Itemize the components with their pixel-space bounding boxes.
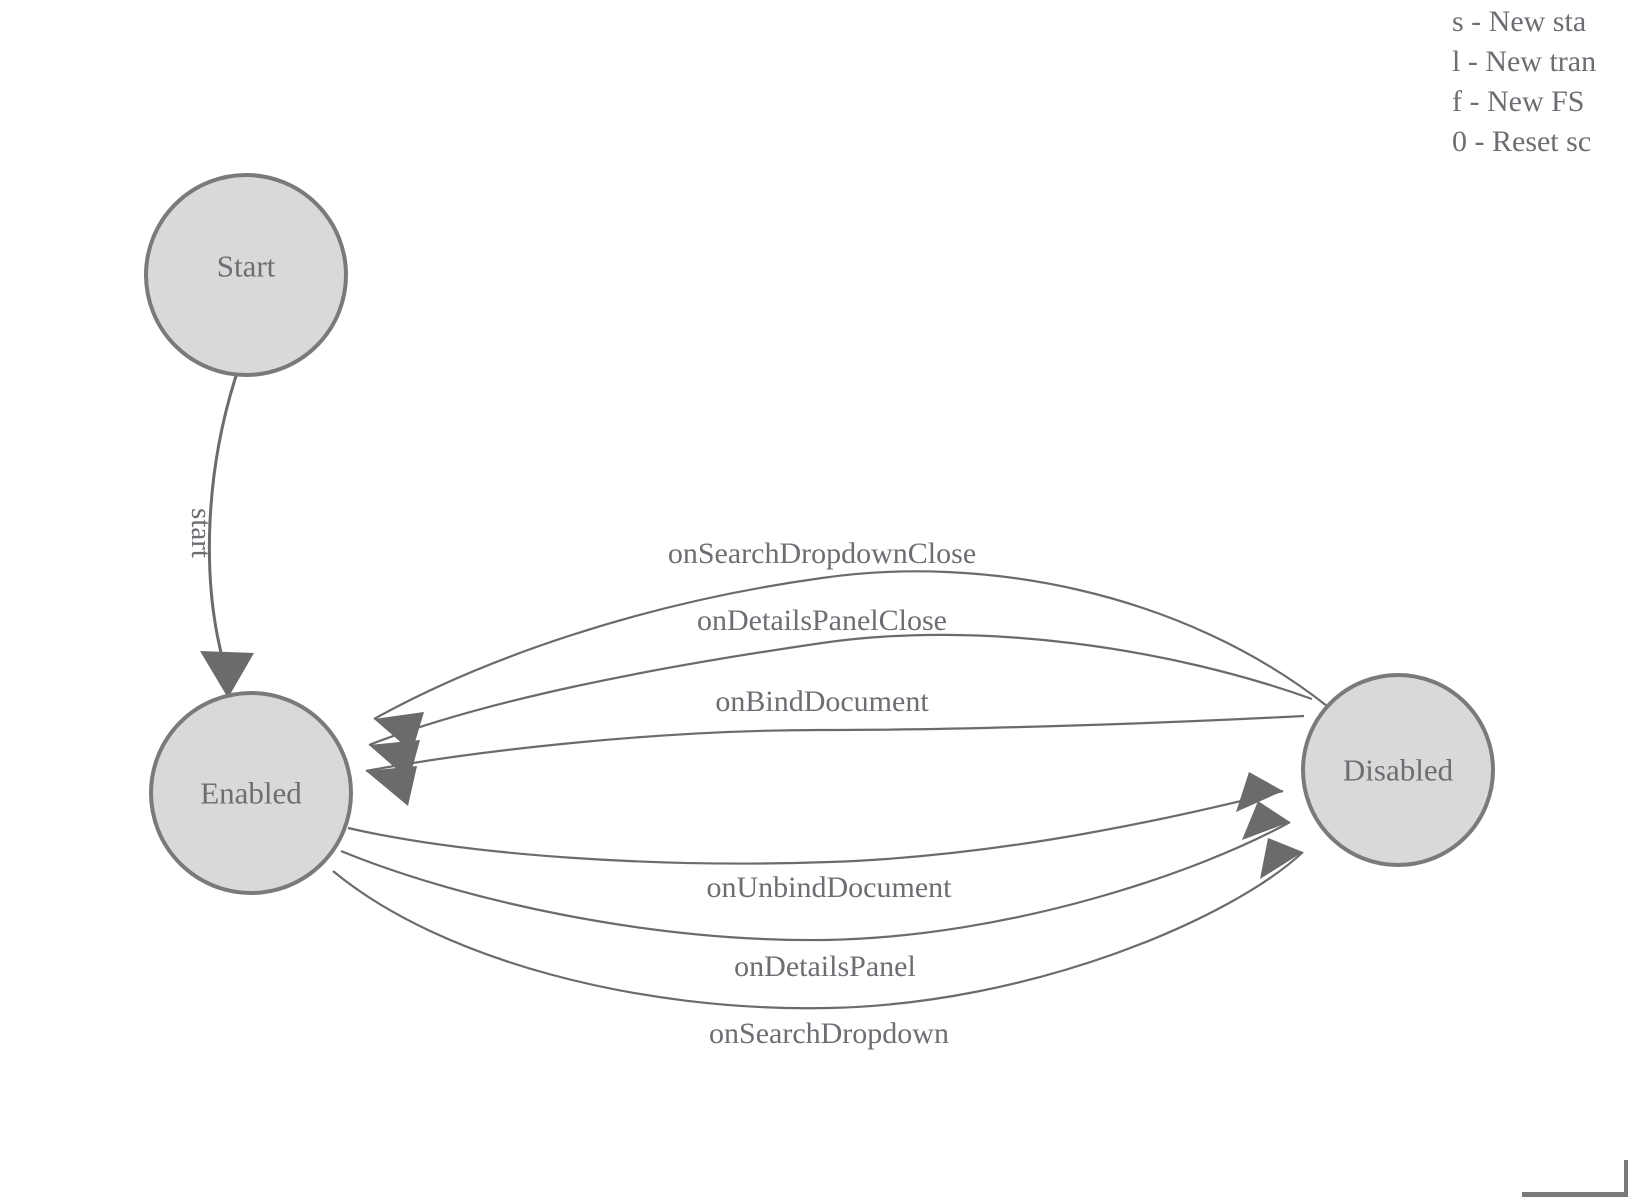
edge-on-bind-document[interactable] <box>365 714 1305 806</box>
node-start-circle[interactable] <box>144 173 348 377</box>
edge-on-search-dropdown[interactable] <box>332 838 1304 1010</box>
scrollbar-horizontal-thumb[interactable] <box>1522 1192 1628 1197</box>
edge-path-start[interactable] <box>207 375 238 669</box>
edge-label-on-search-dropdown-close: onSearchDropdownClose <box>668 537 976 570</box>
edge-path-on-bind-document[interactable] <box>365 714 1305 773</box>
node-enabled-circle[interactable] <box>149 691 353 895</box>
edge-path-on-details-panel-close[interactable] <box>368 633 1313 747</box>
scrollbar-vertical-thumb[interactable] <box>1624 1160 1628 1196</box>
arrow-head-on-bind-document <box>366 766 417 806</box>
edge-path-on-search-dropdown[interactable] <box>332 851 1304 1010</box>
edge-label-on-details-panel: onDetailsPanel <box>734 950 916 983</box>
edge-start[interactable] <box>200 375 254 698</box>
arrow-head-on-unbind-document <box>1236 772 1283 812</box>
arrow-head-on-search-dropdown <box>1260 838 1303 879</box>
edge-on-details-panel[interactable] <box>340 801 1291 942</box>
node-disabled-circle[interactable] <box>1301 673 1495 867</box>
edge-label-on-bind-document: onBindDocument <box>715 685 929 718</box>
node-disabled[interactable]: Disabled <box>1301 673 1495 867</box>
arrow-head-on-details-panel <box>1242 801 1290 840</box>
edge-on-unbind-document[interactable] <box>347 772 1284 865</box>
node-disabled-label: Disabled <box>1343 753 1454 788</box>
edge-label-on-details-panel-close: onDetailsPanelClose <box>697 604 947 637</box>
node-start-label: Start <box>217 249 276 284</box>
edge-path-on-search-dropdown-close[interactable] <box>373 570 1328 720</box>
edge-label-on-unbind-document: onUnbindDocument <box>707 871 953 904</box>
edge-path-on-details-panel[interactable] <box>340 821 1291 942</box>
edge-label-start: start <box>185 508 217 558</box>
node-start[interactable]: Start <box>144 173 348 377</box>
edge-path-on-unbind-document[interactable] <box>347 789 1284 865</box>
node-enabled[interactable]: Enabled <box>149 691 353 895</box>
node-enabled-label: Enabled <box>200 776 302 811</box>
arrow-head-start <box>200 651 254 698</box>
scroll-corner[interactable] <box>1500 1160 1632 1204</box>
edge-label-on-search-dropdown: onSearchDropdown <box>709 1017 949 1050</box>
